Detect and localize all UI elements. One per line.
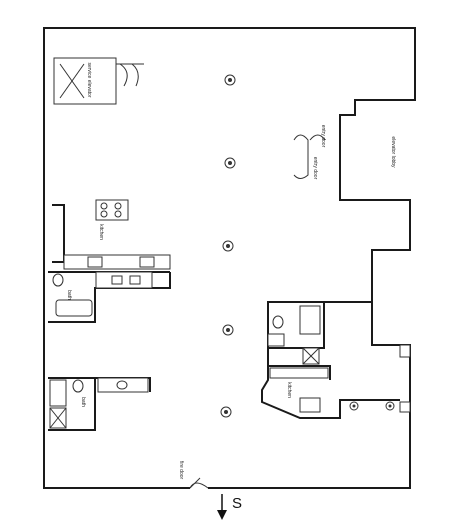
right-wall-column [399,401,411,413]
service-elevator-label: service elevator [86,62,92,97]
column-marker [349,401,359,411]
right-bath-vanity [267,333,285,347]
bath-left-upper-tub [55,299,93,317]
kitchen-left-sink [87,256,103,268]
bath-left-upper-vanity [95,271,153,289]
right-core-inner [268,302,331,380]
service-elevator-cross-b [59,63,85,99]
bath-left-upper-basin [111,275,123,285]
bath-left-lower-tub [49,379,67,407]
stove-burner [114,210,122,218]
bath-left-upper-label: bath [66,290,72,300]
service-elevator-doors [116,63,144,87]
right-wall-column [399,344,411,358]
kitchen-island-stove [95,199,129,221]
stove-burner [100,202,108,210]
entry-door-2-label: entry door [320,125,326,148]
kitchen-left-label: kitchen [98,224,104,240]
elevator-lobby-label: elevator lobby [390,136,396,168]
entry-door-1 [293,134,309,179]
structural-columns [220,74,236,418]
fire-door-leaf [189,477,201,489]
fire-door-label: fire door [178,461,184,480]
kitchen-left-appliance [139,256,155,268]
column-marker [222,240,234,252]
right-bath-toilet [272,315,284,329]
bath-left-lower-label: bath [80,397,86,407]
bath-left-lower-walls [48,377,151,431]
column-marker [220,406,232,418]
bath-left-lower-basin [116,380,128,390]
kitchen-right-label: kitchen [286,382,292,398]
right-kitchen-counter [269,367,329,379]
entry-door-2 [309,134,326,141]
shower-cross-b [49,407,67,429]
bath-left-lower-toilet [72,379,84,393]
bath-left-upper-toilet [52,273,64,287]
column-marker [222,324,234,336]
bath-left-upper-basin [129,275,141,285]
column-marker [224,74,236,86]
right-kitchen-stove [299,397,321,413]
entry-door-1-label: entry door [312,157,318,180]
right-shower-cross-b [302,347,320,365]
compass-direction: S [232,495,242,512]
right-bath-tub [299,305,321,335]
column-marker [224,157,236,169]
kitchen-left-wall [52,204,65,263]
service-elevator-box [53,57,117,105]
right-core-walls [261,301,400,419]
stove-burner [114,202,122,210]
column-marker [385,401,395,411]
compass-arrow-head [217,510,227,520]
stove-burner [100,210,108,218]
